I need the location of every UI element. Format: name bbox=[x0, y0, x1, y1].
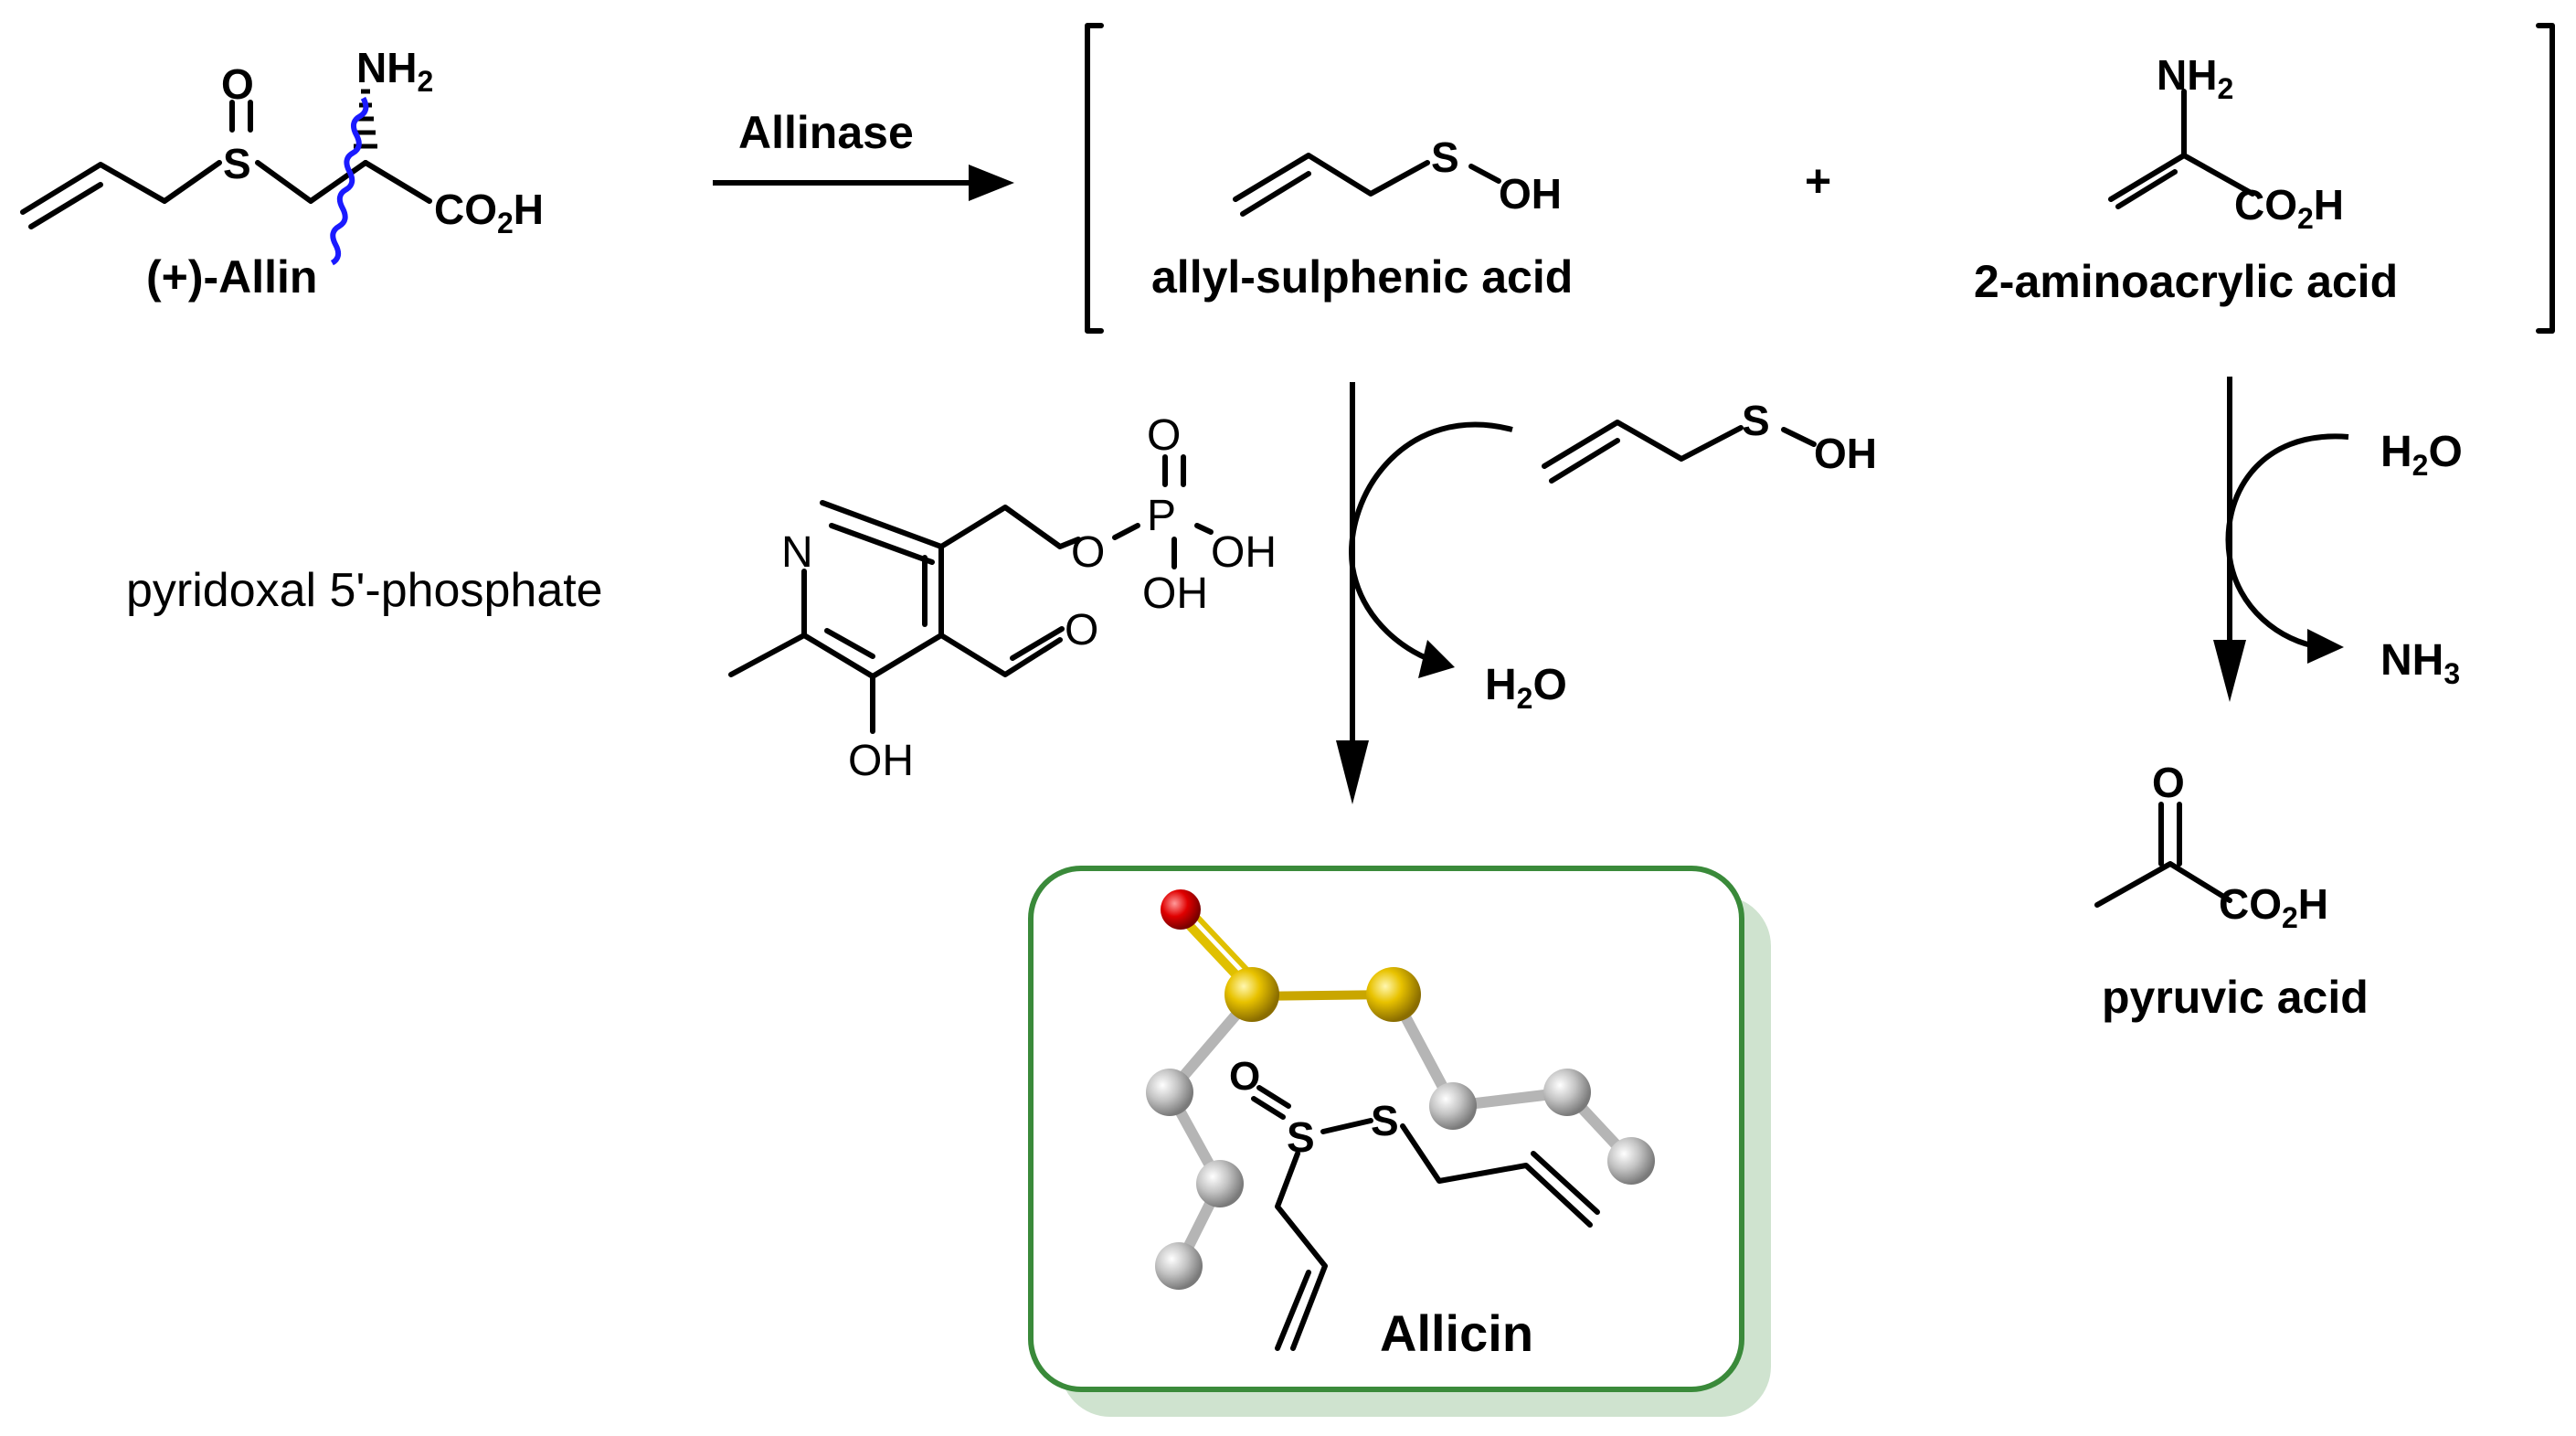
reagent-s-atom: S bbox=[1742, 397, 1770, 444]
plp-aldehyde-o: O bbox=[1065, 606, 1098, 654]
left-bracket bbox=[1085, 23, 1104, 334]
plp-p-atom: P bbox=[1147, 492, 1176, 540]
allin-structure: O S NH2 CO2H (+)-Allin bbox=[20, 44, 544, 303]
carbon-ball-6 bbox=[1607, 1137, 1655, 1185]
water-out: H2O bbox=[1485, 661, 1567, 715]
oxygen-ball bbox=[1161, 889, 1201, 930]
pyruvic-acid-structure: O CO2H pyruvic acid bbox=[2094, 759, 2369, 1023]
enzyme-label: Allinase bbox=[738, 107, 914, 158]
pyruvic-o-atom: O bbox=[2152, 759, 2185, 806]
carbon-ball-5 bbox=[1543, 1069, 1591, 1116]
carbon-ball-3 bbox=[1155, 1242, 1203, 1290]
reagent-oh: OH bbox=[1814, 430, 1877, 477]
plp-label: pyridoxal 5'-phosphate bbox=[126, 564, 603, 617]
allicin-s2-atom: S bbox=[1371, 1097, 1399, 1144]
allicin-box-border bbox=[1028, 866, 1744, 1392]
allin-co2h: CO2H bbox=[434, 186, 544, 239]
aminoacrylic-nh2: NH2 bbox=[2157, 51, 2233, 105]
aminoacrylic-acid-label: 2-aminoacrylic acid bbox=[1974, 256, 2398, 307]
allicin-formation-arrow bbox=[1336, 382, 1513, 804]
sulphenic-oh: OH bbox=[1499, 170, 1562, 218]
allyl-sulphenic-acid-structure: S OH allyl-sulphenic acid bbox=[1151, 133, 1573, 303]
pyruvate-formation-arrow bbox=[2213, 377, 2349, 702]
aminoacrylic-acid-structure: NH2 CO2H 2-aminoacrylic acid bbox=[1974, 51, 2398, 307]
plp-top-o: O bbox=[1147, 411, 1181, 460]
right-bracket bbox=[2536, 23, 2555, 334]
allicin-3d-model bbox=[1146, 889, 1655, 1290]
carbon-ball-1 bbox=[1146, 1069, 1193, 1116]
carbon-ball-4 bbox=[1429, 1082, 1477, 1130]
allicin-skeletal: O S S bbox=[1229, 1054, 1600, 1351]
aminoacrylic-co2h: CO2H bbox=[2234, 181, 2344, 235]
plp-n-atom: N bbox=[781, 528, 813, 577]
water-in: H2O bbox=[2380, 428, 2463, 482]
cleavage-wavy-line bbox=[330, 96, 369, 266]
sulphenic-reagent-structure: S OH bbox=[1542, 397, 1877, 484]
plus-sign: + bbox=[1805, 155, 1831, 207]
allicin-box: O S S Allicin bbox=[1028, 866, 1771, 1417]
sulfur-ball-2 bbox=[1366, 967, 1421, 1022]
allinase-arrow: Allinase bbox=[713, 107, 1014, 201]
sulphenic-s-atom: S bbox=[1431, 133, 1459, 181]
plp-structure: pyridoxal 5'-phosphate N O P O OH OH O O… bbox=[126, 411, 1277, 785]
plp-ring-oh: OH bbox=[848, 737, 914, 785]
allicin-o-atom: O bbox=[1229, 1054, 1260, 1099]
allicin-s1-atom: S bbox=[1287, 1113, 1315, 1161]
carbon-ball-2 bbox=[1196, 1160, 1244, 1207]
allicin-label: Allicin bbox=[1380, 1304, 1533, 1362]
allyl-sulphenic-acid-label: allyl-sulphenic acid bbox=[1151, 251, 1573, 303]
plp-ether-o: O bbox=[1071, 528, 1105, 577]
plp-oh-right: OH bbox=[1211, 528, 1277, 577]
plp-oh-bottom: OH bbox=[1142, 569, 1208, 618]
allin-label: (+)-Allin bbox=[146, 251, 317, 303]
allin-o-atom: O bbox=[221, 60, 254, 108]
sulfur-ball-1 bbox=[1224, 967, 1279, 1022]
ammonia-out: NH3 bbox=[2380, 636, 2460, 690]
allin-s-atom: S bbox=[223, 140, 251, 187]
allin-nh2: NH2 bbox=[356, 44, 433, 98]
pyruvic-acid-label: pyruvic acid bbox=[2102, 972, 2369, 1023]
pyruvic-co2h: CO2H bbox=[2219, 880, 2328, 934]
